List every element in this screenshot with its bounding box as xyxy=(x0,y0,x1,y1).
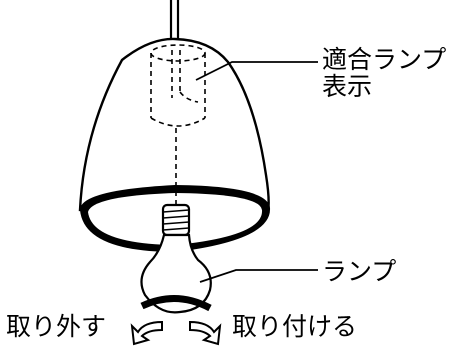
leader-lines xyxy=(195,61,318,283)
cord xyxy=(169,0,180,40)
lamp-indicator-label: 適合ランプ xyxy=(322,45,447,74)
lamp-label: ランプ xyxy=(322,257,397,286)
attach-label: 取り付ける xyxy=(232,312,358,341)
bulb-thread xyxy=(162,209,190,231)
lamp-shade xyxy=(78,37,270,214)
rotation-band xyxy=(140,294,212,312)
socket-hidden xyxy=(150,44,206,205)
rotation-arrow-left xyxy=(130,320,163,346)
light-bulb xyxy=(140,203,212,314)
bulb-glass xyxy=(140,233,212,314)
rotation-arrow-right xyxy=(189,320,222,346)
lamp-indicator-label-line2: 表示 xyxy=(322,72,373,101)
remove-label: 取り外す xyxy=(6,312,107,341)
